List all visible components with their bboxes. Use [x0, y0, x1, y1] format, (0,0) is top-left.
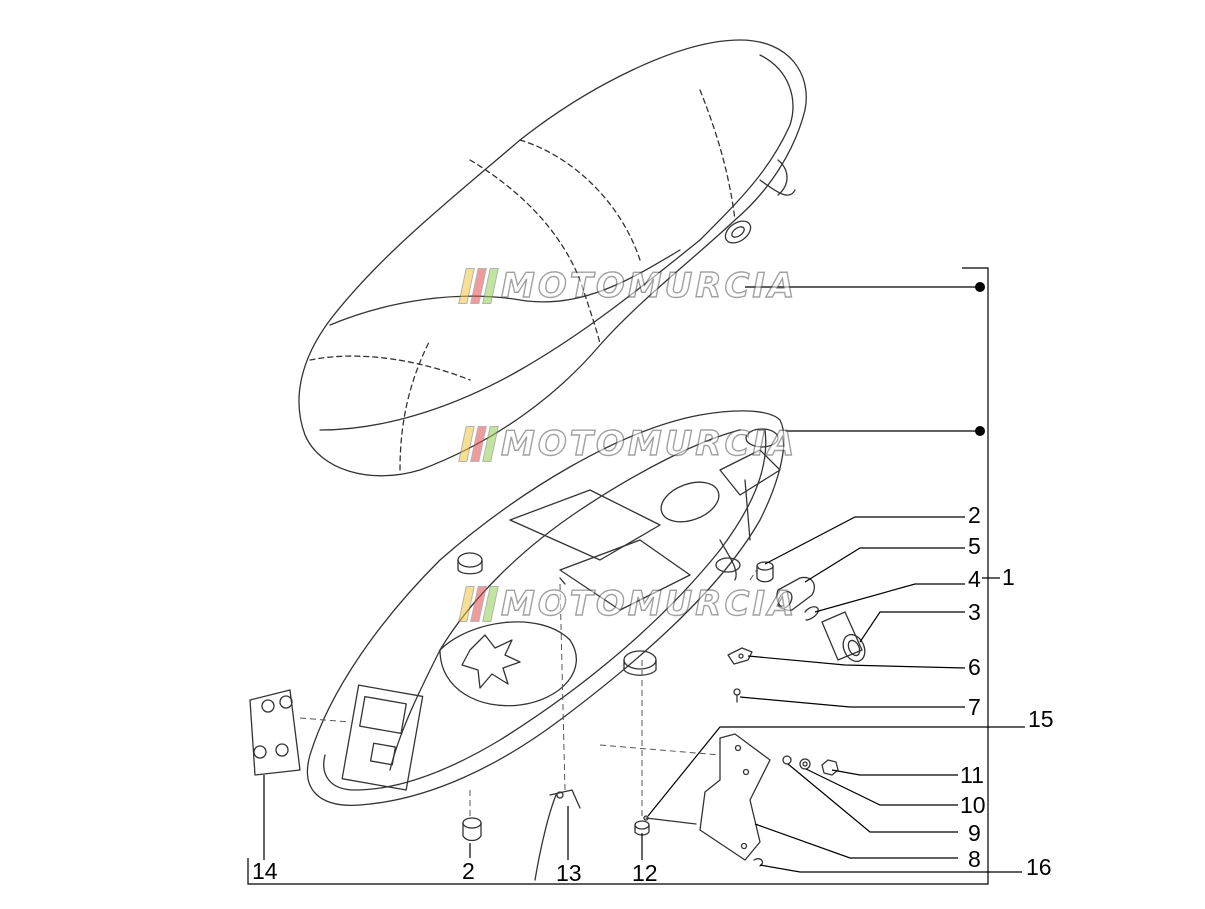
mounting-bracket: [699, 733, 771, 861]
leader-dots: [975, 282, 985, 436]
callout-4: 4: [968, 566, 981, 592]
rubber-buffer-right: [756, 561, 774, 583]
seat-cushion: [298, 39, 807, 477]
leader-lines: [247, 267, 1025, 885]
callout-13: 13: [556, 860, 582, 886]
callout-10: 10: [960, 792, 986, 818]
lock-barrel: [821, 611, 866, 663]
callout-7: 7: [968, 694, 981, 720]
screw: [733, 688, 741, 703]
callout-12: 12: [632, 860, 658, 886]
pin-rod: [643, 815, 697, 825]
lock-cylinder-cover: [776, 576, 815, 611]
callout-14: 14: [252, 858, 278, 884]
washer-and-nut: [782, 755, 839, 776]
watermark-text: MOTOMURCIA: [500, 265, 798, 306]
callout-6: 6: [968, 654, 981, 680]
bottom-screw: [634, 820, 650, 836]
callout-5: 5: [968, 533, 981, 559]
callout-2-bottom: 2: [462, 858, 475, 884]
callout-1: 1: [1002, 564, 1015, 590]
watermark-text: MOTOMURCIA: [500, 423, 798, 464]
retaining-clip: [804, 606, 819, 621]
callout-9: 9: [968, 820, 981, 846]
callout-11: 11: [960, 762, 984, 788]
construction-lines: [299, 564, 761, 818]
callout-16: 16: [1026, 854, 1052, 880]
callout-2-buffer: 2: [968, 502, 981, 528]
watermark-text: MOTOMURCIA: [500, 583, 798, 624]
callout-8: 8: [968, 846, 981, 872]
number-plate-cover: [249, 689, 301, 776]
watermark-3: MOTOMURCIA: [458, 583, 798, 625]
watermark-2: MOTOMURCIA: [458, 423, 798, 465]
callout-3: 3: [968, 599, 981, 625]
rubber-buffer-bottom: [462, 817, 482, 842]
helmet-compartment: [306, 410, 785, 806]
watermark-1: MOTOMURCIA: [458, 265, 798, 307]
cable-release: [534, 789, 581, 881]
callout-15: 15: [1028, 706, 1054, 732]
